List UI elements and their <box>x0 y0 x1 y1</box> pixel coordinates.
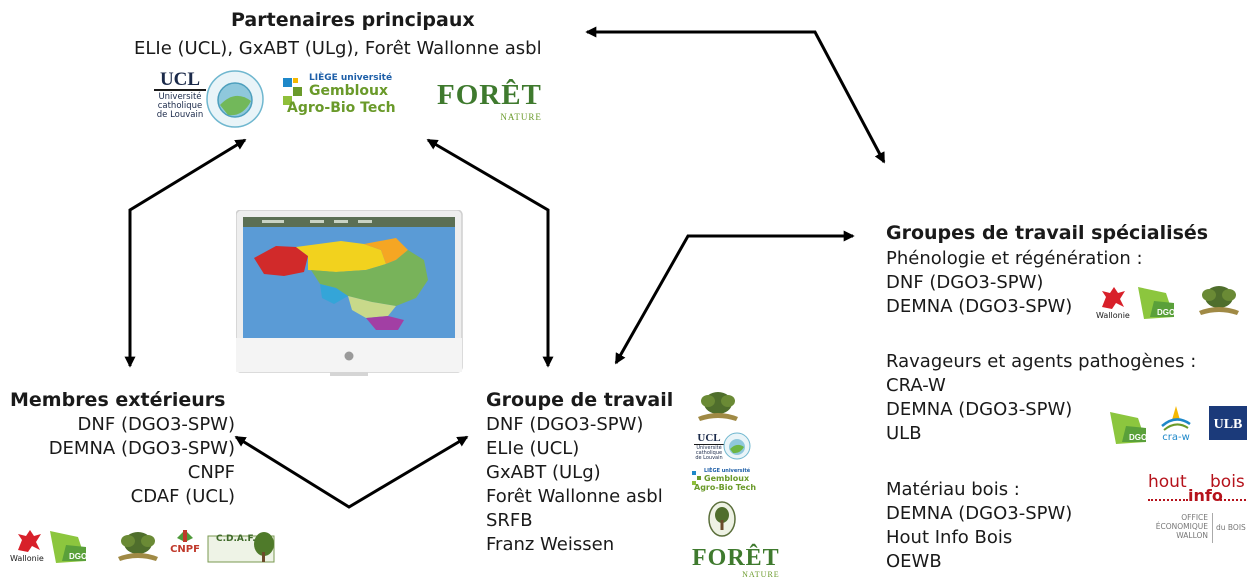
dgo3-logo: DGO3 <box>1110 412 1150 444</box>
group-member: Franz Weissen <box>486 534 615 555</box>
section-heading: Phénologie et régénération : <box>886 248 1143 269</box>
arrow-partners-specialized <box>585 26 886 164</box>
craw-logo: cra-w <box>1154 404 1198 443</box>
dgo3-logo: DGO3 <box>50 531 90 563</box>
section-item: OEWB <box>886 551 942 572</box>
oak-horn-emblem <box>118 532 158 561</box>
section-phenologie: Phénologie et régénération : DNF (DGO3-S… <box>886 247 1143 319</box>
oak-horn-emblem <box>1199 286 1239 315</box>
group-member: Forêt Wallonne asbl <box>486 486 663 507</box>
svg-text:DGO3: DGO3 <box>69 552 90 561</box>
arrow-partners-group <box>426 138 554 368</box>
ucl-logo-small: UCL Université catholique de Louvain <box>694 432 724 461</box>
arrow-exterior-group <box>234 435 469 509</box>
svg-text:DGO3: DGO3 <box>1157 308 1178 317</box>
exterior-member: CNPF <box>187 462 235 483</box>
earth-life-logo-small <box>723 432 751 460</box>
section-item: CRA-W <box>886 375 946 396</box>
oewb-logo: OFFICE ÉCONOMIQUE WALLON du BOIS <box>1148 513 1250 549</box>
arrow-partners-exterior <box>124 138 247 368</box>
section-item: DEMNA (DGO3-SPW) <box>886 503 1073 524</box>
section-heading: Matériau bois : <box>886 479 1020 500</box>
cdaf-logo: C.D.A.F. <box>204 526 278 566</box>
exterior-title: Membres extérieurs <box>10 389 226 411</box>
section-ravageurs: Ravageurs et agents pathogènes : CRA-W D… <box>886 350 1196 446</box>
cnpf-logo: CNPF <box>168 528 202 555</box>
partners-title: Partenaires principaux <box>231 9 475 31</box>
oak-horn-emblem <box>698 392 738 421</box>
monitor-illustration <box>236 210 463 376</box>
hout-info-bois-logo: hout bois info <box>1148 472 1246 505</box>
group-members-list: DNF (DGO3-SPW) ELIe (UCL) GxABT (ULg) Fo… <box>486 413 663 557</box>
section-heading: Ravageurs et agents pathogènes : <box>886 351 1197 372</box>
exterior-member: CDAF (UCL) <box>130 486 235 507</box>
group-title: Groupe de travail <box>486 389 674 411</box>
exterior-member: DNF (DGO3-SPW) <box>77 414 235 435</box>
dgo3-logo: DGO3 <box>1138 287 1178 319</box>
group-member: ELIe (UCL) <box>486 438 580 459</box>
ulb-logo: ULB <box>1209 406 1247 440</box>
exterior-members-list: DNF (DGO3-SPW) DEMNA (DGO3-SPW) CNPF CDA… <box>10 413 235 509</box>
srfb-emblem <box>708 501 736 537</box>
svg-text:DGO3: DGO3 <box>1129 433 1150 442</box>
section-item: DEMNA (DGO3-SPW) <box>886 296 1073 317</box>
foret-nature-logo: FORÊT NATURE <box>437 79 542 123</box>
section-item: DEMNA (DGO3-SPW) <box>886 399 1073 420</box>
group-member: SRFB <box>486 510 533 531</box>
section-item: ULB <box>886 423 922 444</box>
foret-nature-logo-small: FORÊT NATURE <box>692 545 780 579</box>
section-materiau: Matériau bois : DEMNA (DGO3-SPW) Hout In… <box>886 478 1072 574</box>
earth-life-logo <box>206 70 264 128</box>
partners-subtitle: ELIe (UCL), GxABT (ULg), Forêt Wallonne … <box>134 38 542 59</box>
ucl-logo: UCL Université catholique de Louvain <box>154 70 206 120</box>
specialized-title: Groupes de travail spécialisés <box>886 222 1209 244</box>
group-member: DNF (DGO3-SPW) <box>486 414 644 435</box>
wallonie-logo: Wallonie <box>10 528 50 563</box>
arrow-specialized-group <box>614 230 855 365</box>
exterior-member: DEMNA (DGO3-SPW) <box>48 438 235 459</box>
group-member: GxABT (ULg) <box>486 462 601 483</box>
wallonie-logo: Wallonie <box>1096 285 1132 320</box>
section-item: Hout Info Bois <box>886 527 1013 548</box>
section-item: DNF (DGO3-SPW) <box>886 272 1044 293</box>
